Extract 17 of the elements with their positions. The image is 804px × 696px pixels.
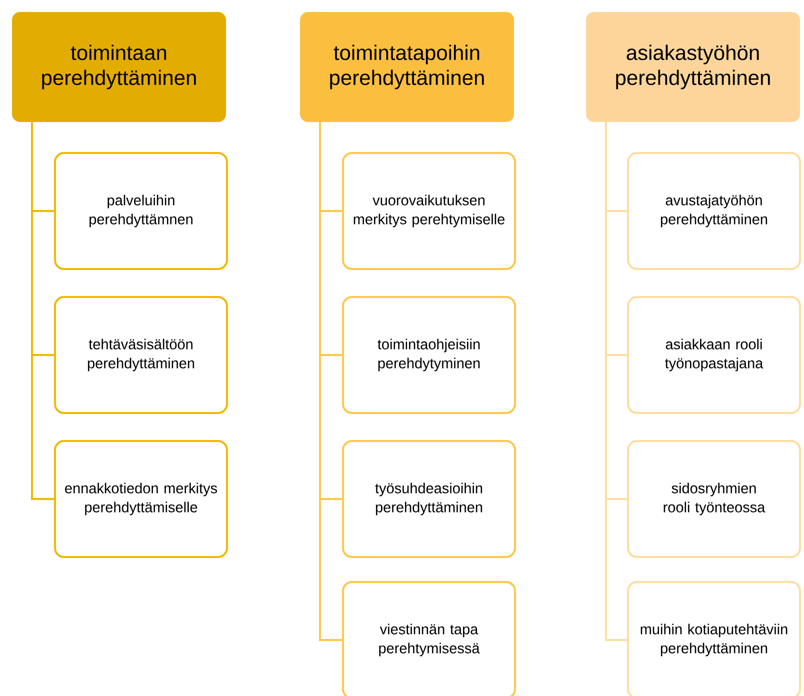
item-box: avustajatyöhön perehdyttäminen — [627, 152, 801, 270]
item-box: vuorovaikutuksen merkitys perehtymiselle — [342, 152, 516, 270]
item-box: asiakkaan rooli työnopastajana — [627, 296, 801, 414]
item-box: palveluihin perehdyttämnen — [54, 152, 228, 270]
header-box: asiakastyöhön perehdyttäminen — [586, 12, 800, 122]
item-box: tehtäväsisältöön perehdyttäminen — [54, 296, 228, 414]
connector-line — [319, 122, 342, 641]
item-box: muihin kotiaputehtäviin perehdyttäminen — [627, 581, 801, 696]
item-box: viestinnän tapa perehtymisessä — [342, 581, 516, 696]
item-box: toimintaohjeisiin perehdytyminen — [342, 296, 516, 414]
connector-line — [31, 122, 54, 500]
connector-line — [605, 122, 627, 641]
item-box: sidosryhmien rooli työnteossa — [627, 440, 801, 558]
item-box: työsuhdeasioihin perehdyttäminen — [342, 440, 516, 558]
item-box: ennakkotiedon merkitys perehdyttämiselle — [54, 440, 228, 558]
header-box: toimintaan perehdyttäminen — [12, 12, 226, 122]
header-box: toimintatapoihin perehdyttäminen — [300, 12, 514, 122]
